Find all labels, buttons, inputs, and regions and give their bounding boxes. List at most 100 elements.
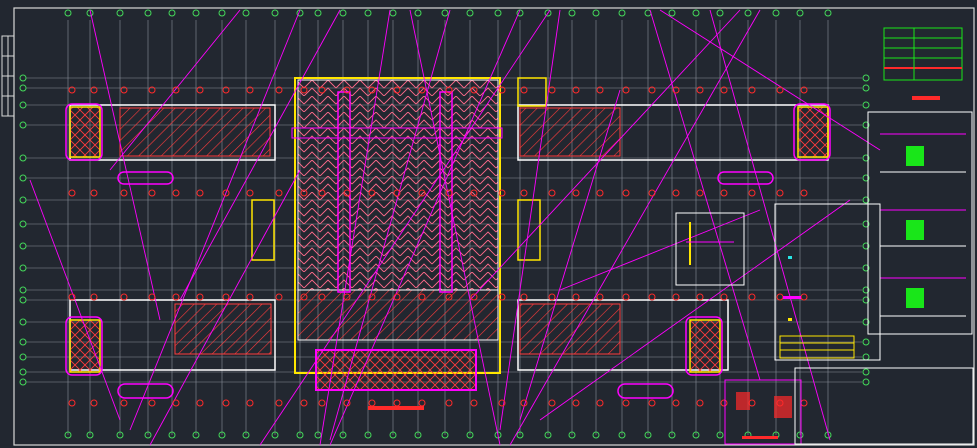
axis-bubble bbox=[592, 9, 600, 17]
axis-bubble bbox=[218, 431, 226, 439]
leader-line bbox=[329, 9, 451, 441]
axis-bubble bbox=[466, 9, 474, 17]
dimension-marker bbox=[275, 399, 283, 407]
dimension-marker bbox=[622, 86, 630, 94]
dimension-marker bbox=[246, 399, 254, 407]
leader-lines bbox=[29, 9, 881, 446]
dimension-marker bbox=[418, 399, 426, 407]
dimension-marker bbox=[622, 293, 630, 301]
dimension-marker bbox=[172, 399, 180, 407]
dimension-marker bbox=[622, 189, 630, 197]
dimension-marker bbox=[368, 293, 376, 301]
dimension-marker bbox=[470, 189, 478, 197]
dimension-marker bbox=[196, 189, 204, 197]
axis-bubble bbox=[242, 9, 250, 17]
dimension-marker bbox=[343, 86, 351, 94]
leader-line bbox=[89, 9, 161, 321]
axis-bubble bbox=[86, 431, 94, 439]
dimension-marker bbox=[776, 293, 784, 301]
dimension-marker bbox=[572, 189, 580, 197]
axis-bubble bbox=[716, 431, 724, 439]
leader-line bbox=[329, 9, 521, 446]
dimension-marker bbox=[120, 189, 128, 197]
lower-left-wing bbox=[65, 299, 276, 399]
upper-right-wing bbox=[517, 103, 831, 185]
dimension-marker bbox=[800, 86, 808, 94]
axis-bubble bbox=[618, 431, 626, 439]
axis-bubble bbox=[168, 9, 176, 17]
wall-detail-icon bbox=[675, 212, 745, 286]
axis-bubble bbox=[339, 9, 347, 17]
dimension-marker bbox=[648, 399, 656, 407]
dimension-marker bbox=[696, 399, 704, 407]
axis-bubble bbox=[19, 196, 27, 204]
dimension-marker bbox=[148, 399, 156, 407]
title-bar bbox=[368, 406, 424, 410]
title-block-icon bbox=[1, 35, 15, 117]
dimension-marker bbox=[648, 293, 656, 301]
dimension-marker bbox=[445, 399, 453, 407]
dimension-marker bbox=[90, 189, 98, 197]
dimension-marker bbox=[172, 189, 180, 197]
dimension-marker bbox=[596, 189, 604, 197]
dimension-marker bbox=[318, 399, 326, 407]
leader-line bbox=[129, 9, 301, 431]
leader-line bbox=[659, 9, 881, 151]
dimension-marker bbox=[68, 293, 76, 301]
dimension-marker bbox=[445, 86, 453, 94]
dimension-marker bbox=[68, 86, 76, 94]
dimension-marker bbox=[393, 399, 401, 407]
leader-line bbox=[469, 9, 741, 301]
axis-bubble bbox=[494, 9, 502, 17]
axis-bubble bbox=[314, 431, 322, 439]
axis-bubble bbox=[824, 9, 832, 17]
axis-bubble bbox=[862, 338, 870, 346]
dimension-marker bbox=[672, 399, 680, 407]
dimension-marker bbox=[520, 399, 528, 407]
dimension-marker bbox=[445, 293, 453, 301]
dimension-marker bbox=[548, 399, 556, 407]
axis-bubble bbox=[414, 431, 422, 439]
dimension-marker bbox=[300, 86, 308, 94]
axis-bubble bbox=[192, 431, 200, 439]
axis-bubble bbox=[692, 9, 700, 17]
axis-bubble bbox=[716, 9, 724, 17]
dimension-marker bbox=[720, 293, 728, 301]
dimension-marker bbox=[318, 86, 326, 94]
leader-line bbox=[179, 9, 341, 301]
leader-line bbox=[649, 9, 761, 381]
axis-bubble bbox=[744, 9, 752, 17]
axis-bubble bbox=[19, 154, 27, 162]
dimension-marker bbox=[393, 86, 401, 94]
dimension-marker bbox=[672, 293, 680, 301]
leader-line bbox=[519, 89, 621, 421]
axis-bubble bbox=[796, 431, 804, 439]
dimension-marker bbox=[246, 293, 254, 301]
dimension-marker bbox=[246, 86, 254, 94]
dimension-marker bbox=[196, 293, 204, 301]
dimension-marker bbox=[368, 86, 376, 94]
axis-bubble bbox=[796, 9, 804, 17]
leader-line bbox=[109, 9, 241, 171]
axis-bubble bbox=[862, 196, 870, 204]
axis-bubble bbox=[19, 220, 27, 228]
axis-bubble bbox=[168, 431, 176, 439]
dimension-marker bbox=[498, 399, 506, 407]
axis-bubble bbox=[862, 242, 870, 250]
dimension-marker bbox=[68, 189, 76, 197]
dimension-marker bbox=[498, 189, 506, 197]
bottom-details bbox=[724, 367, 974, 445]
dimension-marker bbox=[68, 399, 76, 407]
axis-bubble bbox=[389, 9, 397, 17]
axis-bubble bbox=[19, 264, 27, 272]
axis-markers bbox=[19, 9, 870, 439]
dimension-marker bbox=[148, 86, 156, 94]
axis-bubble bbox=[862, 368, 870, 376]
dimension-marker bbox=[148, 189, 156, 197]
axis-bubble bbox=[271, 9, 279, 17]
dimension-marker bbox=[720, 189, 728, 197]
axis-bubble bbox=[19, 368, 27, 376]
axis-bubble bbox=[19, 378, 27, 386]
dimension-marker bbox=[90, 86, 98, 94]
